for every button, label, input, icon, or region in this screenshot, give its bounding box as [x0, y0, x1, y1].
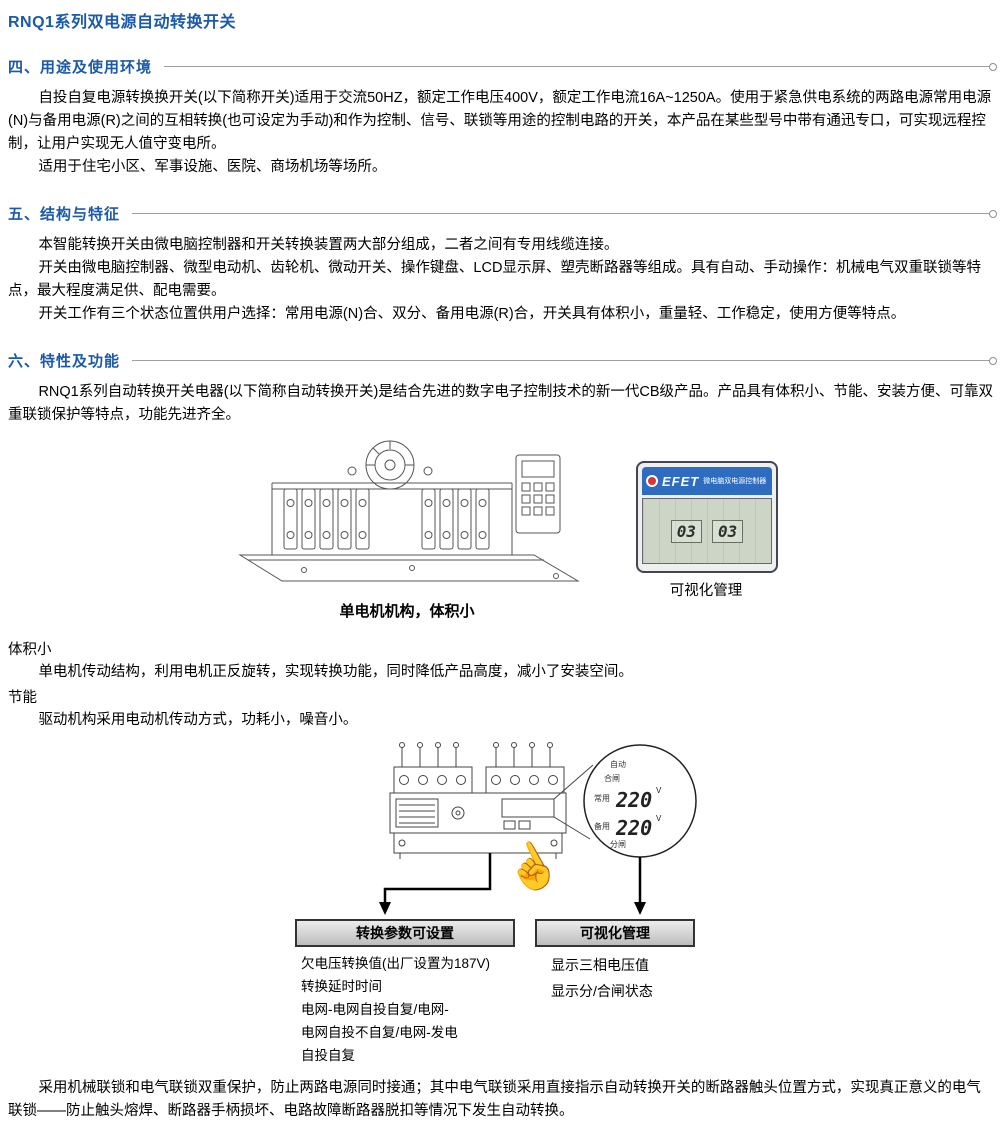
lcd-unit-top: V: [656, 786, 662, 795]
lcd-label-reserve: 备用: [594, 821, 610, 831]
controller-header: EFET 微电脑双电源控制器: [642, 467, 772, 495]
params-callout-box: 转换参数可设置 欠电压转换值(出厂设置为187V) 转换延时时间 电网-电网自投…: [295, 919, 515, 1067]
arrow-to-params-box: [383, 853, 492, 903]
section-heading-structure: 五、结构与特征: [8, 203, 997, 224]
lcd-label-close: 合闸: [604, 773, 620, 783]
figure-caption-controller: 可视化管理: [669, 583, 743, 599]
paragraph-features-1: RNQ1系列自动转换开关电器(以下简称自动转换开关)是结合先进的数字电子控制技术…: [8, 384, 994, 423]
note-volume-desc: 单电机传动结构，利用电机正反旋转，实现转换功能，同时降低产品高度，减小了安装空间…: [38, 664, 633, 680]
heading-rule: [132, 210, 997, 218]
section-heading-usage: 四、用途及使用环境: [8, 56, 997, 77]
brand-text: EFET: [662, 473, 700, 489]
paragraph-structure-1: 本智能转换开关由微电脑控制器和开关转换装置两大部分组成，二者之间有专用线缆连接。: [38, 237, 619, 253]
section-heading-features-text: 六、特性及功能: [8, 353, 121, 370]
arrowhead-params: [379, 902, 391, 915]
visual-line: 显示三相电压值: [551, 957, 649, 973]
lcd-label-open: 分闸: [610, 840, 626, 849]
lcd-label-auto: 自动: [610, 759, 626, 769]
lcd-label-normal: 常用: [594, 794, 610, 803]
controller-figure: EFET 微电脑双电源控制器 03 03: [636, 461, 778, 573]
figure-caption-machine: 单电机机构，体积小: [339, 603, 475, 620]
params-line: 欠电压转换值(出厂设置为187V): [301, 956, 491, 971]
controller-lcd: 03 03: [642, 498, 772, 564]
paragraph-structure-3: 开关工作有三个状态位置供用户选择：常用电源(N)合、双分、备用电源(R)合，开关…: [38, 306, 906, 322]
ats-line-drawing: [238, 440, 580, 582]
figure-ats-overview: EFET 微电脑双电源控制器 03 03 单电机机构，体积小 可视化管理: [0, 437, 1000, 635]
heading-rule: [164, 63, 997, 71]
paragraph-usage-1: 自投自复电源转换换开关(以下简称开关)适用于交流50HZ，额定工作电压400V，…: [8, 90, 992, 152]
ats-front-drawing: ☝ 自动 合闸 常用 220 V 备用 220 V 分闸: [379, 742, 697, 915]
paragraph-structure-2: 开关由微电脑控制器、微型电动机、齿轮机、微动开关、操作键盘、LCD显示屏、塑壳断…: [8, 260, 981, 299]
section-heading-structure-text: 五、结构与特征: [8, 206, 121, 223]
section-heading-features: 六、特性及功能: [8, 350, 997, 371]
params-line: 转换延时时间: [301, 979, 382, 994]
lcd-voltage-top: 220: [615, 788, 652, 812]
params-line: 自投自复: [301, 1048, 355, 1063]
note-energy-title: 节能: [8, 690, 37, 706]
params-box-header: 转换参数可设置: [295, 919, 515, 947]
params-line: 电网自投不自复/电网-发电: [301, 1025, 458, 1040]
lcd-voltage-bottom: 220: [615, 816, 652, 840]
visual-callout-box: 可视化管理 显示三相电压值 显示分/合闸状态: [535, 919, 695, 1004]
lcd-value-right: 03: [712, 519, 744, 543]
lcd-value-left: 03: [670, 519, 702, 543]
params-line: 电网-电网自投自复/电网-: [301, 1002, 449, 1017]
brand-logo-icon: [646, 475, 658, 487]
params-box-content: 欠电压转换值(出厂设置为187V) 转换延时时间 电网-电网自投自复/电网- 电…: [295, 947, 515, 1067]
visual-line: 显示分/合闸状态: [551, 983, 653, 999]
paragraph-usage-2: 适用于住宅小区、军事设施、医院、商场机场等场所。: [38, 159, 387, 175]
page-title: RNQ1系列双电源自动转换开关: [8, 14, 236, 31]
controller-label: 微电脑双电源控制器: [703, 478, 767, 485]
arrowhead-visual: [634, 902, 646, 915]
note-energy-desc: 驱动机构采用电动机传动方式，功耗小，噪音小。: [38, 712, 358, 728]
callout-boxes-row: 转换参数可设置 欠电压转换值(出厂设置为187V) 转换延时时间 电网-电网自投…: [0, 919, 1000, 1067]
visual-box-header: 可视化管理: [535, 919, 695, 947]
visual-box-content: 显示三相电压值 显示分/合闸状态: [535, 947, 695, 1004]
section-heading-usage-text: 四、用途及使用环境: [8, 59, 153, 76]
paragraph-interlock: 采用机械联锁和电气联锁双重保护，防止两路电源同时接通；其中电气联锁采用直接指示自…: [8, 1080, 981, 1119]
lcd-unit-bottom: V: [656, 814, 662, 823]
heading-rule: [132, 357, 997, 365]
note-volume-title: 体积小: [8, 642, 52, 658]
figure-ats-front-view: ☝ 自动 合闸 常用 220 V 备用 220 V 分闸: [0, 739, 1000, 919]
